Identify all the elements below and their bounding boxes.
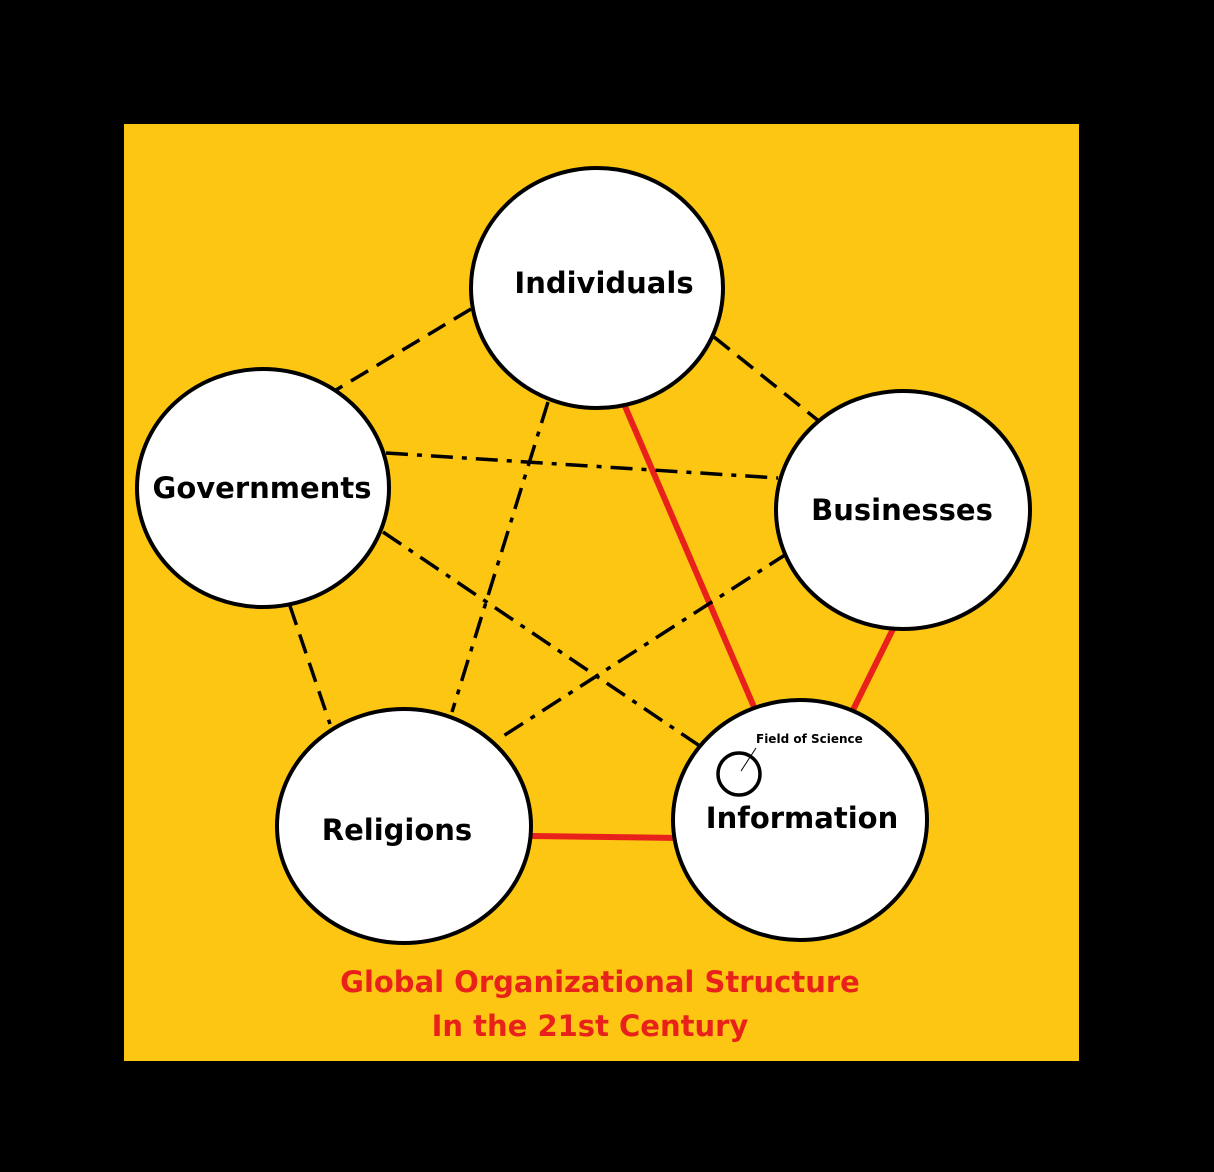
link-individuals-religions: [450, 401, 550, 713]
node-information-label: Information: [706, 801, 898, 835]
links-group: [288, 307, 897, 841]
link-businesses-information: [849, 625, 897, 714]
field-of-science-pointer: [740, 747, 757, 772]
node-businesses-circle: [774, 389, 1032, 631]
link-governments-religions: [288, 605, 332, 725]
node-governments-label: Governments: [153, 471, 372, 505]
link-individuals-information: [621, 402, 757, 709]
node-governments: Governments: [135, 367, 391, 609]
link-governments-businesses: [385, 451, 779, 480]
node-businesses-label: Businesses: [811, 493, 993, 527]
node-religions: Religions: [275, 707, 533, 945]
field-of-science-label: Field of Science: [756, 732, 863, 746]
node-individuals-label: Individuals: [514, 266, 693, 300]
caption-line-2: In the 21st Century: [432, 1009, 749, 1043]
node-businesses: Businesses: [774, 389, 1032, 631]
field-of-science-circle: [716, 751, 762, 797]
node-religions-label: Religions: [322, 813, 472, 847]
node-religions-circle: [275, 707, 533, 945]
sub-node-field-of-science: Field of Science: [716, 732, 863, 797]
link-religions-information: [531, 833, 681, 841]
link-individuals-governments: [335, 307, 472, 392]
node-individuals-circle: [469, 166, 725, 410]
caption-line-1: Global Organizational Structure: [340, 965, 860, 999]
node-governments-circle: [135, 367, 391, 609]
link-individuals-businesses: [712, 335, 822, 424]
link-businesses-religions: [496, 551, 789, 742]
node-individuals: Individuals: [469, 166, 725, 410]
